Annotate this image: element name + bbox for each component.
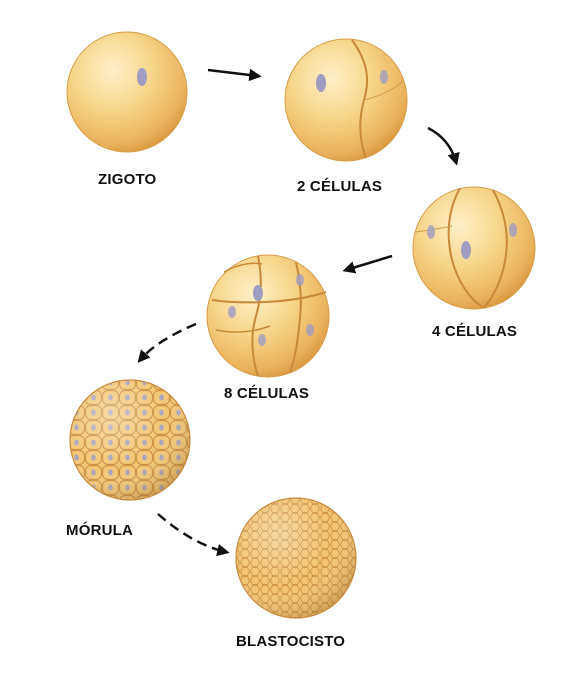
four-cell-embryo	[412, 186, 536, 310]
two-cell-embryo	[284, 38, 408, 162]
label-blastocyst: BLASTOCISTO	[236, 633, 346, 650]
label-zygote: ZIGOTO	[98, 171, 157, 188]
eight-cell-embryo	[206, 254, 330, 378]
arrow-four-to-eight	[342, 254, 393, 274]
label-two-cells: 2 CÉLULAS	[297, 178, 383, 195]
label-morula: MÓRULA	[66, 522, 134, 539]
blastocyst	[235, 497, 357, 619]
arrow-zygote-to-two	[207, 68, 262, 82]
label-eight-cells: 8 CÉLULAS	[224, 385, 310, 402]
arrow-eight-to-morula	[137, 322, 197, 363]
label-four-cells: 4 CÉLULAS	[432, 323, 518, 340]
morula	[69, 379, 191, 501]
arrows	[137, 68, 460, 557]
zygote-nucleus	[137, 68, 147, 86]
arrow-morula-to-blastocyst	[157, 513, 230, 557]
arrow-two-to-four	[427, 126, 460, 166]
zygote-cell	[66, 31, 188, 153]
